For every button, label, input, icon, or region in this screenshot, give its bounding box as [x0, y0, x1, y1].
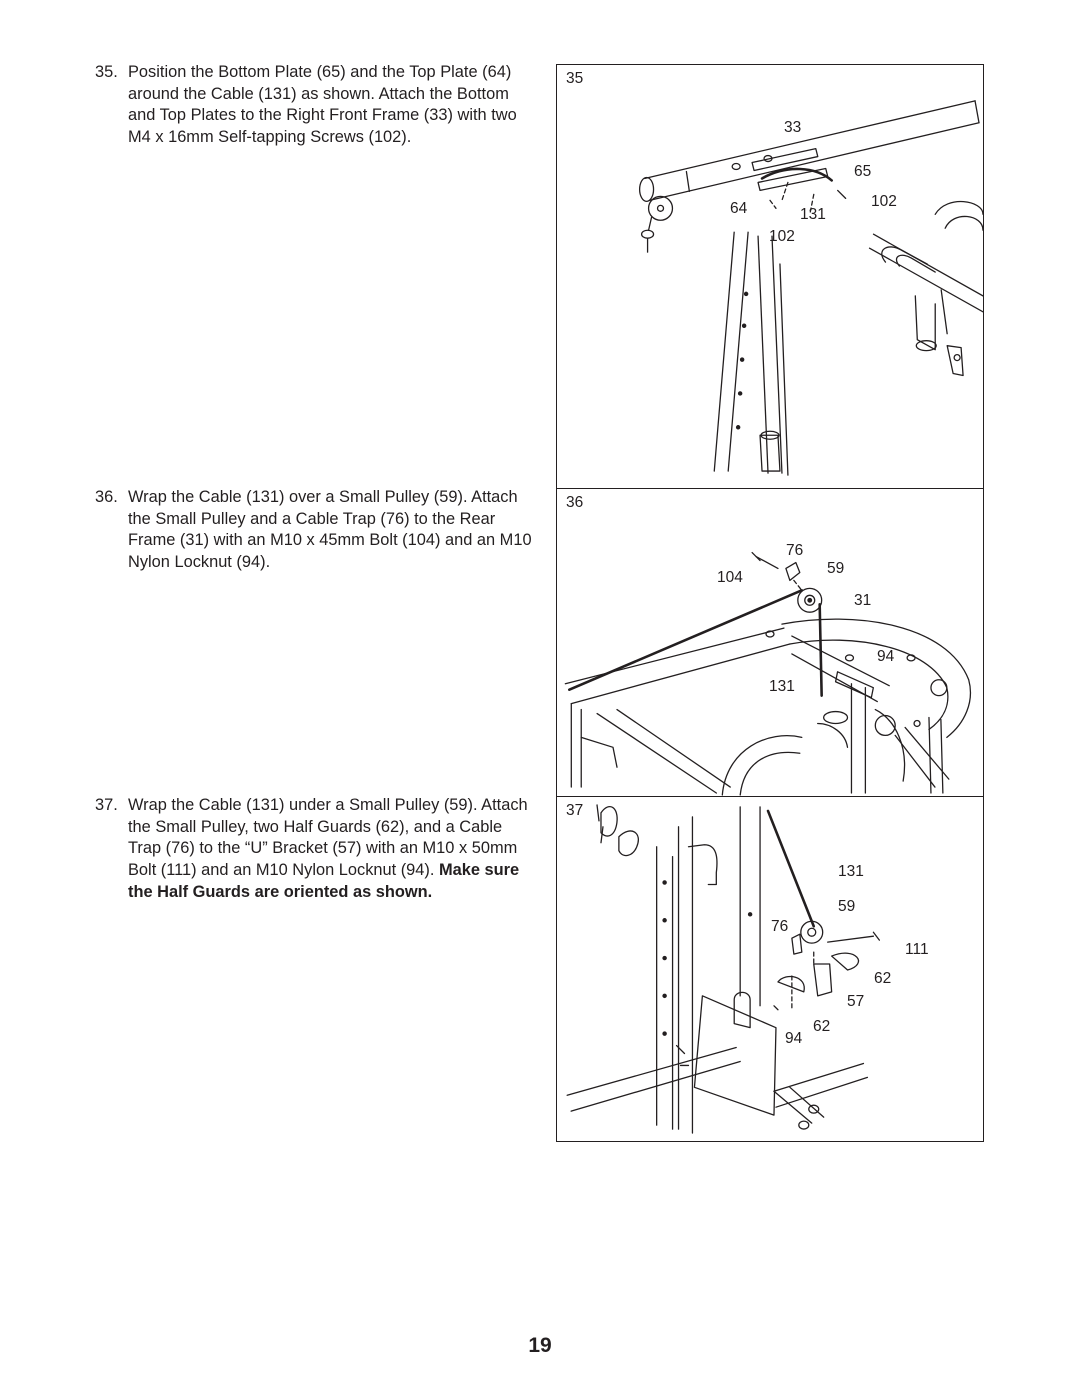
callout-102: 102	[769, 228, 795, 245]
step-number: 37.	[95, 796, 118, 814]
step-35: 35. Position the Bottom Plate (65) and t…	[95, 62, 535, 149]
figure-36: 36 76 104 59 31 94 131	[556, 488, 984, 797]
page-number: 19	[528, 1334, 552, 1357]
callout-131: 131	[800, 206, 826, 223]
callout-104: 104	[717, 569, 743, 586]
callout-64: 64	[730, 200, 748, 217]
figure-35: 35 33 65 102 64 131 102	[556, 64, 984, 489]
figure-37-illustration	[566, 804, 881, 1134]
step-text-plain: Wrap the Cable (131) under a Small Pulle…	[128, 796, 528, 880]
callout-57: 57	[847, 993, 865, 1010]
callout-65: 65	[854, 163, 872, 180]
callout-111: 111	[905, 941, 929, 958]
callout-62: 62	[874, 970, 892, 987]
callout-102: 102	[871, 193, 897, 210]
figure-number: 37	[566, 802, 584, 819]
figure-35-illustration	[638, 100, 983, 476]
callout-59: 59	[838, 898, 856, 915]
callout-94: 94	[785, 1030, 803, 1047]
step-37: 37. Wrap the Cable (131) under a Small P…	[95, 795, 535, 904]
step-36: 36. Wrap the Cable (131) over a Small Pu…	[95, 487, 535, 574]
callout-76: 76	[786, 542, 804, 559]
figure-36-illustration	[564, 551, 972, 796]
callout-131: 131	[838, 863, 864, 880]
step-text: Wrap the Cable (131) under a Small Pulle…	[95, 795, 535, 904]
step-text: Position the Bottom Plate (65) and the T…	[128, 63, 517, 147]
callout-131: 131	[769, 678, 795, 695]
callout-59: 59	[827, 560, 845, 577]
callout-94: 94	[877, 648, 895, 665]
callout-33: 33	[784, 119, 802, 136]
step-number: 35.	[95, 63, 118, 81]
step-warning: Make sure the Half Guards are oriented a…	[128, 861, 520, 901]
figure-number: 36	[566, 494, 584, 511]
figure-number: 35	[566, 70, 584, 87]
callout-31: 31	[854, 592, 872, 609]
callout-76: 76	[771, 918, 789, 935]
step-number: 36.	[95, 488, 118, 506]
step-text: Wrap the Cable (131) over a Small Pulley…	[128, 488, 532, 572]
figure-37: 37 131 59 76 111 62 57 62 94	[556, 796, 984, 1142]
callout-62: 62	[813, 1018, 831, 1035]
